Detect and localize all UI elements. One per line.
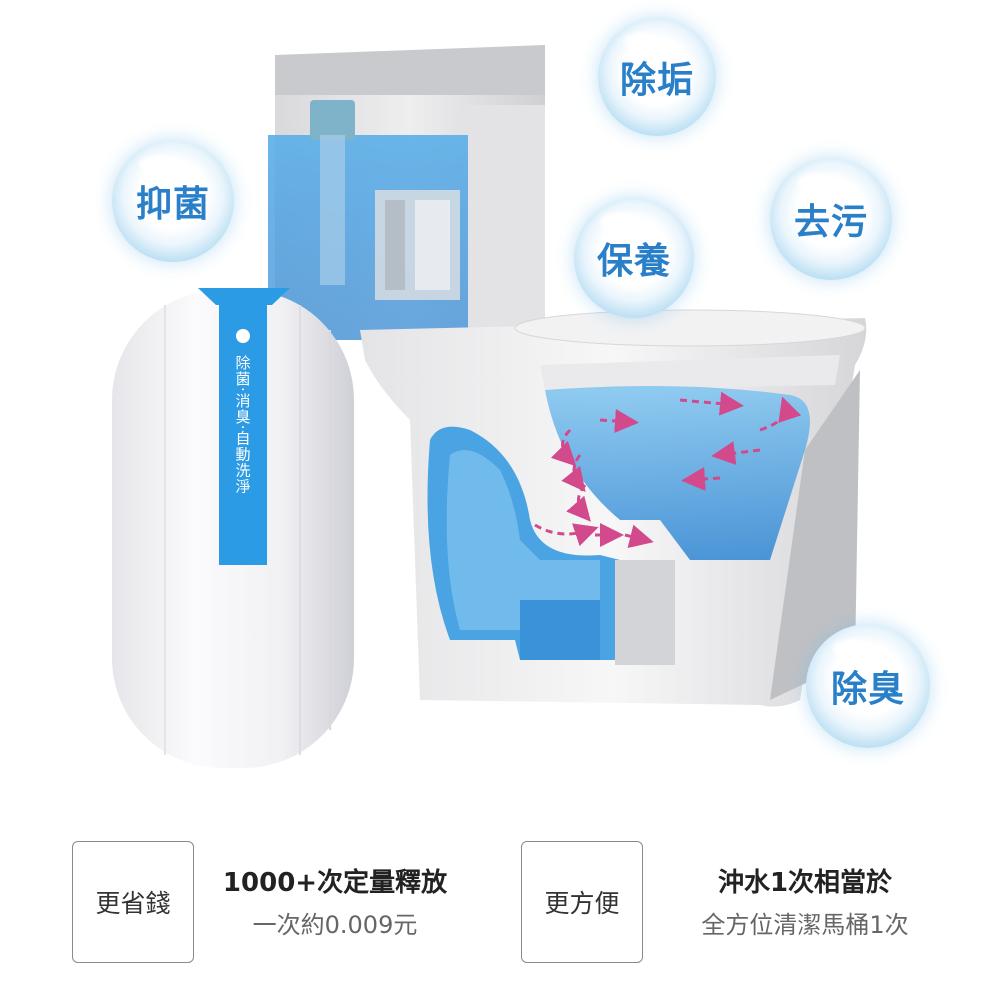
bubble-descaling: 除垢 xyxy=(598,18,716,136)
feature-subtitle: 一次約0.009元 xyxy=(252,911,418,939)
feature-box-label: 更省錢 xyxy=(95,889,171,918)
feature-text-convenient: 沖水1次相當於 全方位清潔馬桶1次 xyxy=(660,862,950,940)
bubble-antibacterial: 抑菌 xyxy=(112,140,234,262)
product-pod xyxy=(112,288,354,768)
toilet-bowl xyxy=(360,309,867,707)
bubble-label: 去污 xyxy=(793,202,868,243)
bubble-deodorize: 除臭 xyxy=(806,624,930,748)
feature-box-save-money: 更省錢 xyxy=(72,841,194,963)
bubble-maintenance: 保養 xyxy=(574,198,694,318)
bubble-label: 除臭 xyxy=(830,669,905,710)
bubble-label: 保養 xyxy=(596,241,671,282)
feature-box-label: 更方便 xyxy=(544,889,620,918)
feature-subtitle: 全方位清潔馬桶1次 xyxy=(701,911,909,939)
feature-title: 沖水1次相當於 xyxy=(717,868,893,898)
toilet-tank xyxy=(268,45,545,340)
flow-arrows xyxy=(534,391,802,549)
product-tag: 除菌·消臭·自動洗淨 xyxy=(219,355,267,555)
bubble-label: 抑菌 xyxy=(135,184,210,225)
feature-title: 1000+次定量釋放 xyxy=(222,868,448,898)
feature-text-save-money: 1000+次定量釋放 一次約0.009元 xyxy=(205,862,465,940)
bubble-stain-removal: 去污 xyxy=(770,158,892,280)
bubble-label: 除垢 xyxy=(619,60,694,101)
feature-box-convenient: 更方便 xyxy=(521,841,643,963)
product-tag-text: 除菌·消臭·自動洗淨 xyxy=(233,355,252,495)
